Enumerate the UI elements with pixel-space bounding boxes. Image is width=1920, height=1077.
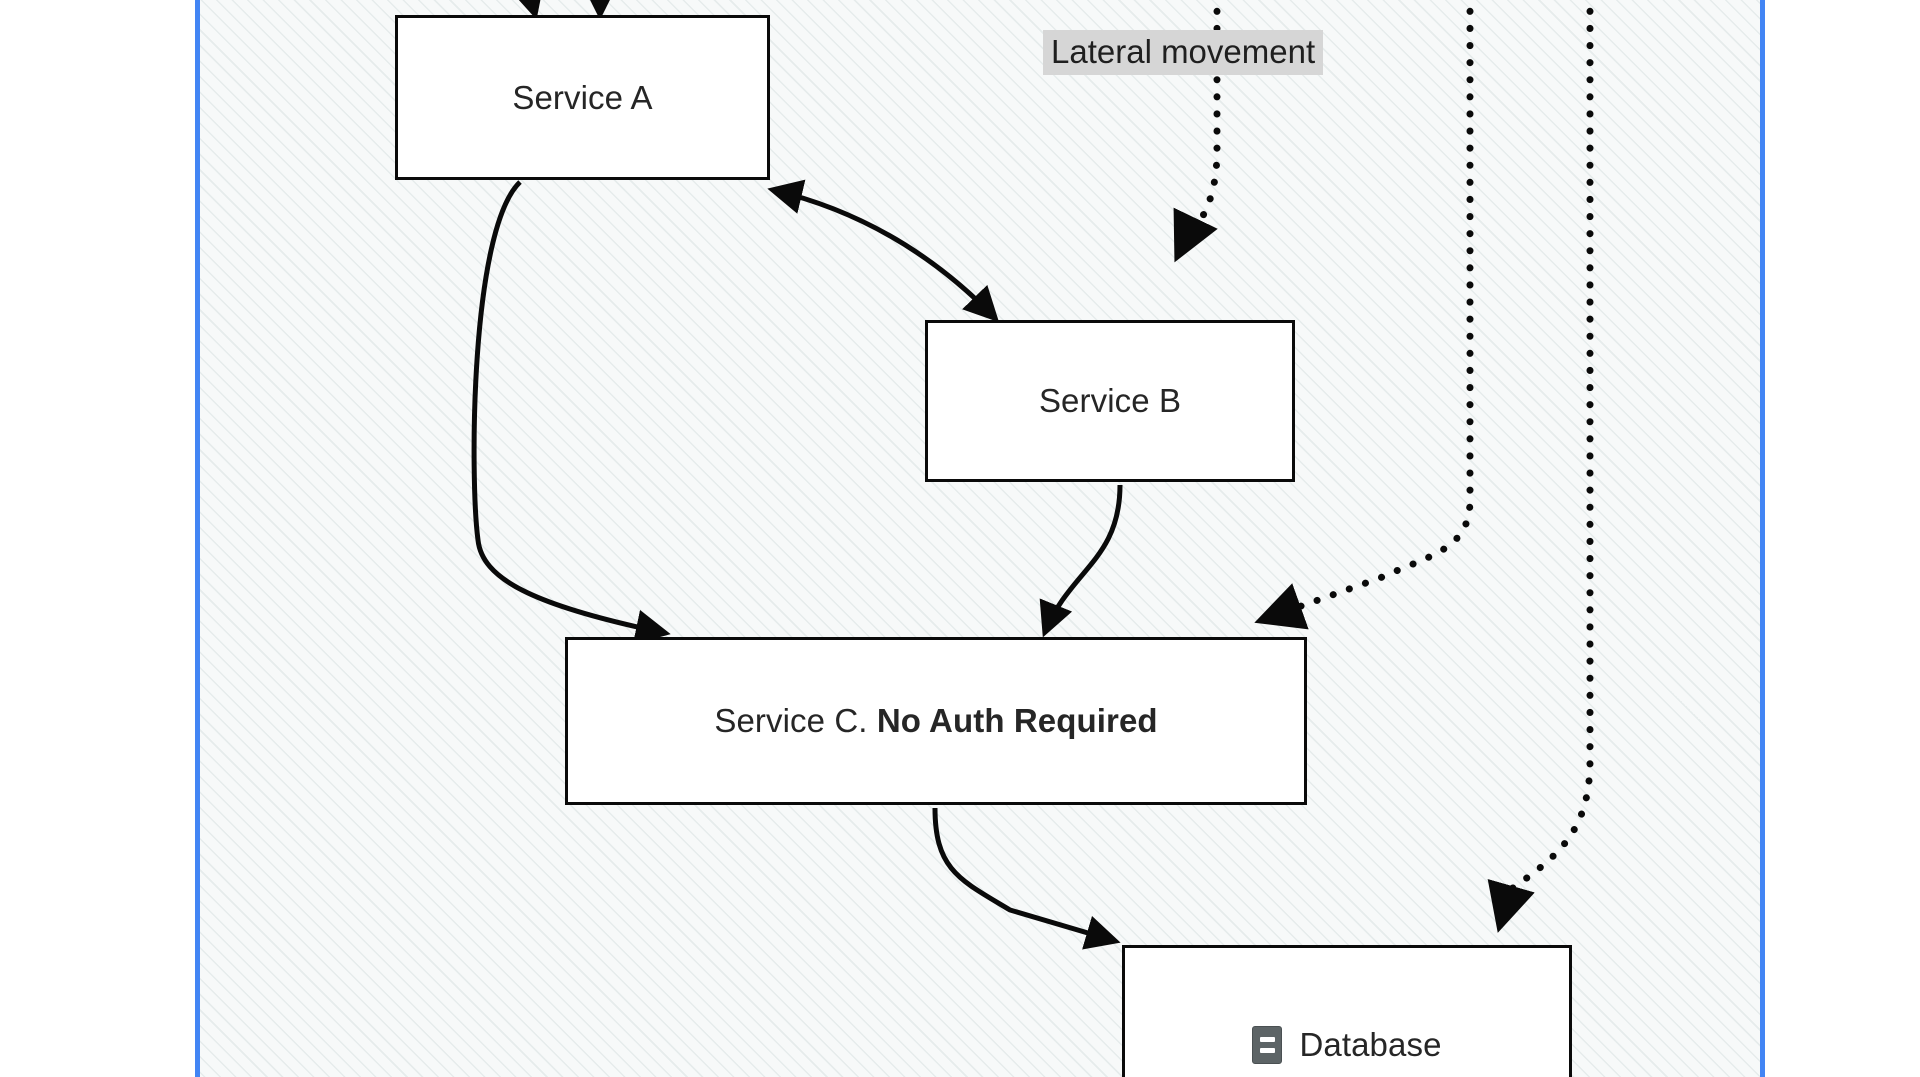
node-service-b-label: Service B (1038, 382, 1182, 419)
database-drawer-lower (1259, 1048, 1275, 1053)
node-service-c-label: Service C. No Auth Required (714, 702, 1157, 740)
edge-label-lateral-movement[interactable]: Lateral movement (1043, 30, 1324, 75)
node-service-c-label-plain: Service C. (714, 702, 877, 739)
node-database[interactable]: Database (1122, 945, 1572, 1077)
node-database-label: Database (1299, 1026, 1442, 1063)
node-service-a[interactable]: Service A (395, 15, 770, 180)
database-cabinet-icon (1252, 1026, 1283, 1064)
node-service-c[interactable]: Service C. No Auth Required (565, 637, 1307, 805)
node-service-c-label-bold: No Auth Required (876, 702, 1158, 739)
node-service-b[interactable]: Service B (925, 320, 1295, 482)
node-service-a-label: Service A (512, 78, 653, 116)
database-content: Database (1252, 1026, 1441, 1064)
database-drawer-upper (1259, 1037, 1275, 1042)
